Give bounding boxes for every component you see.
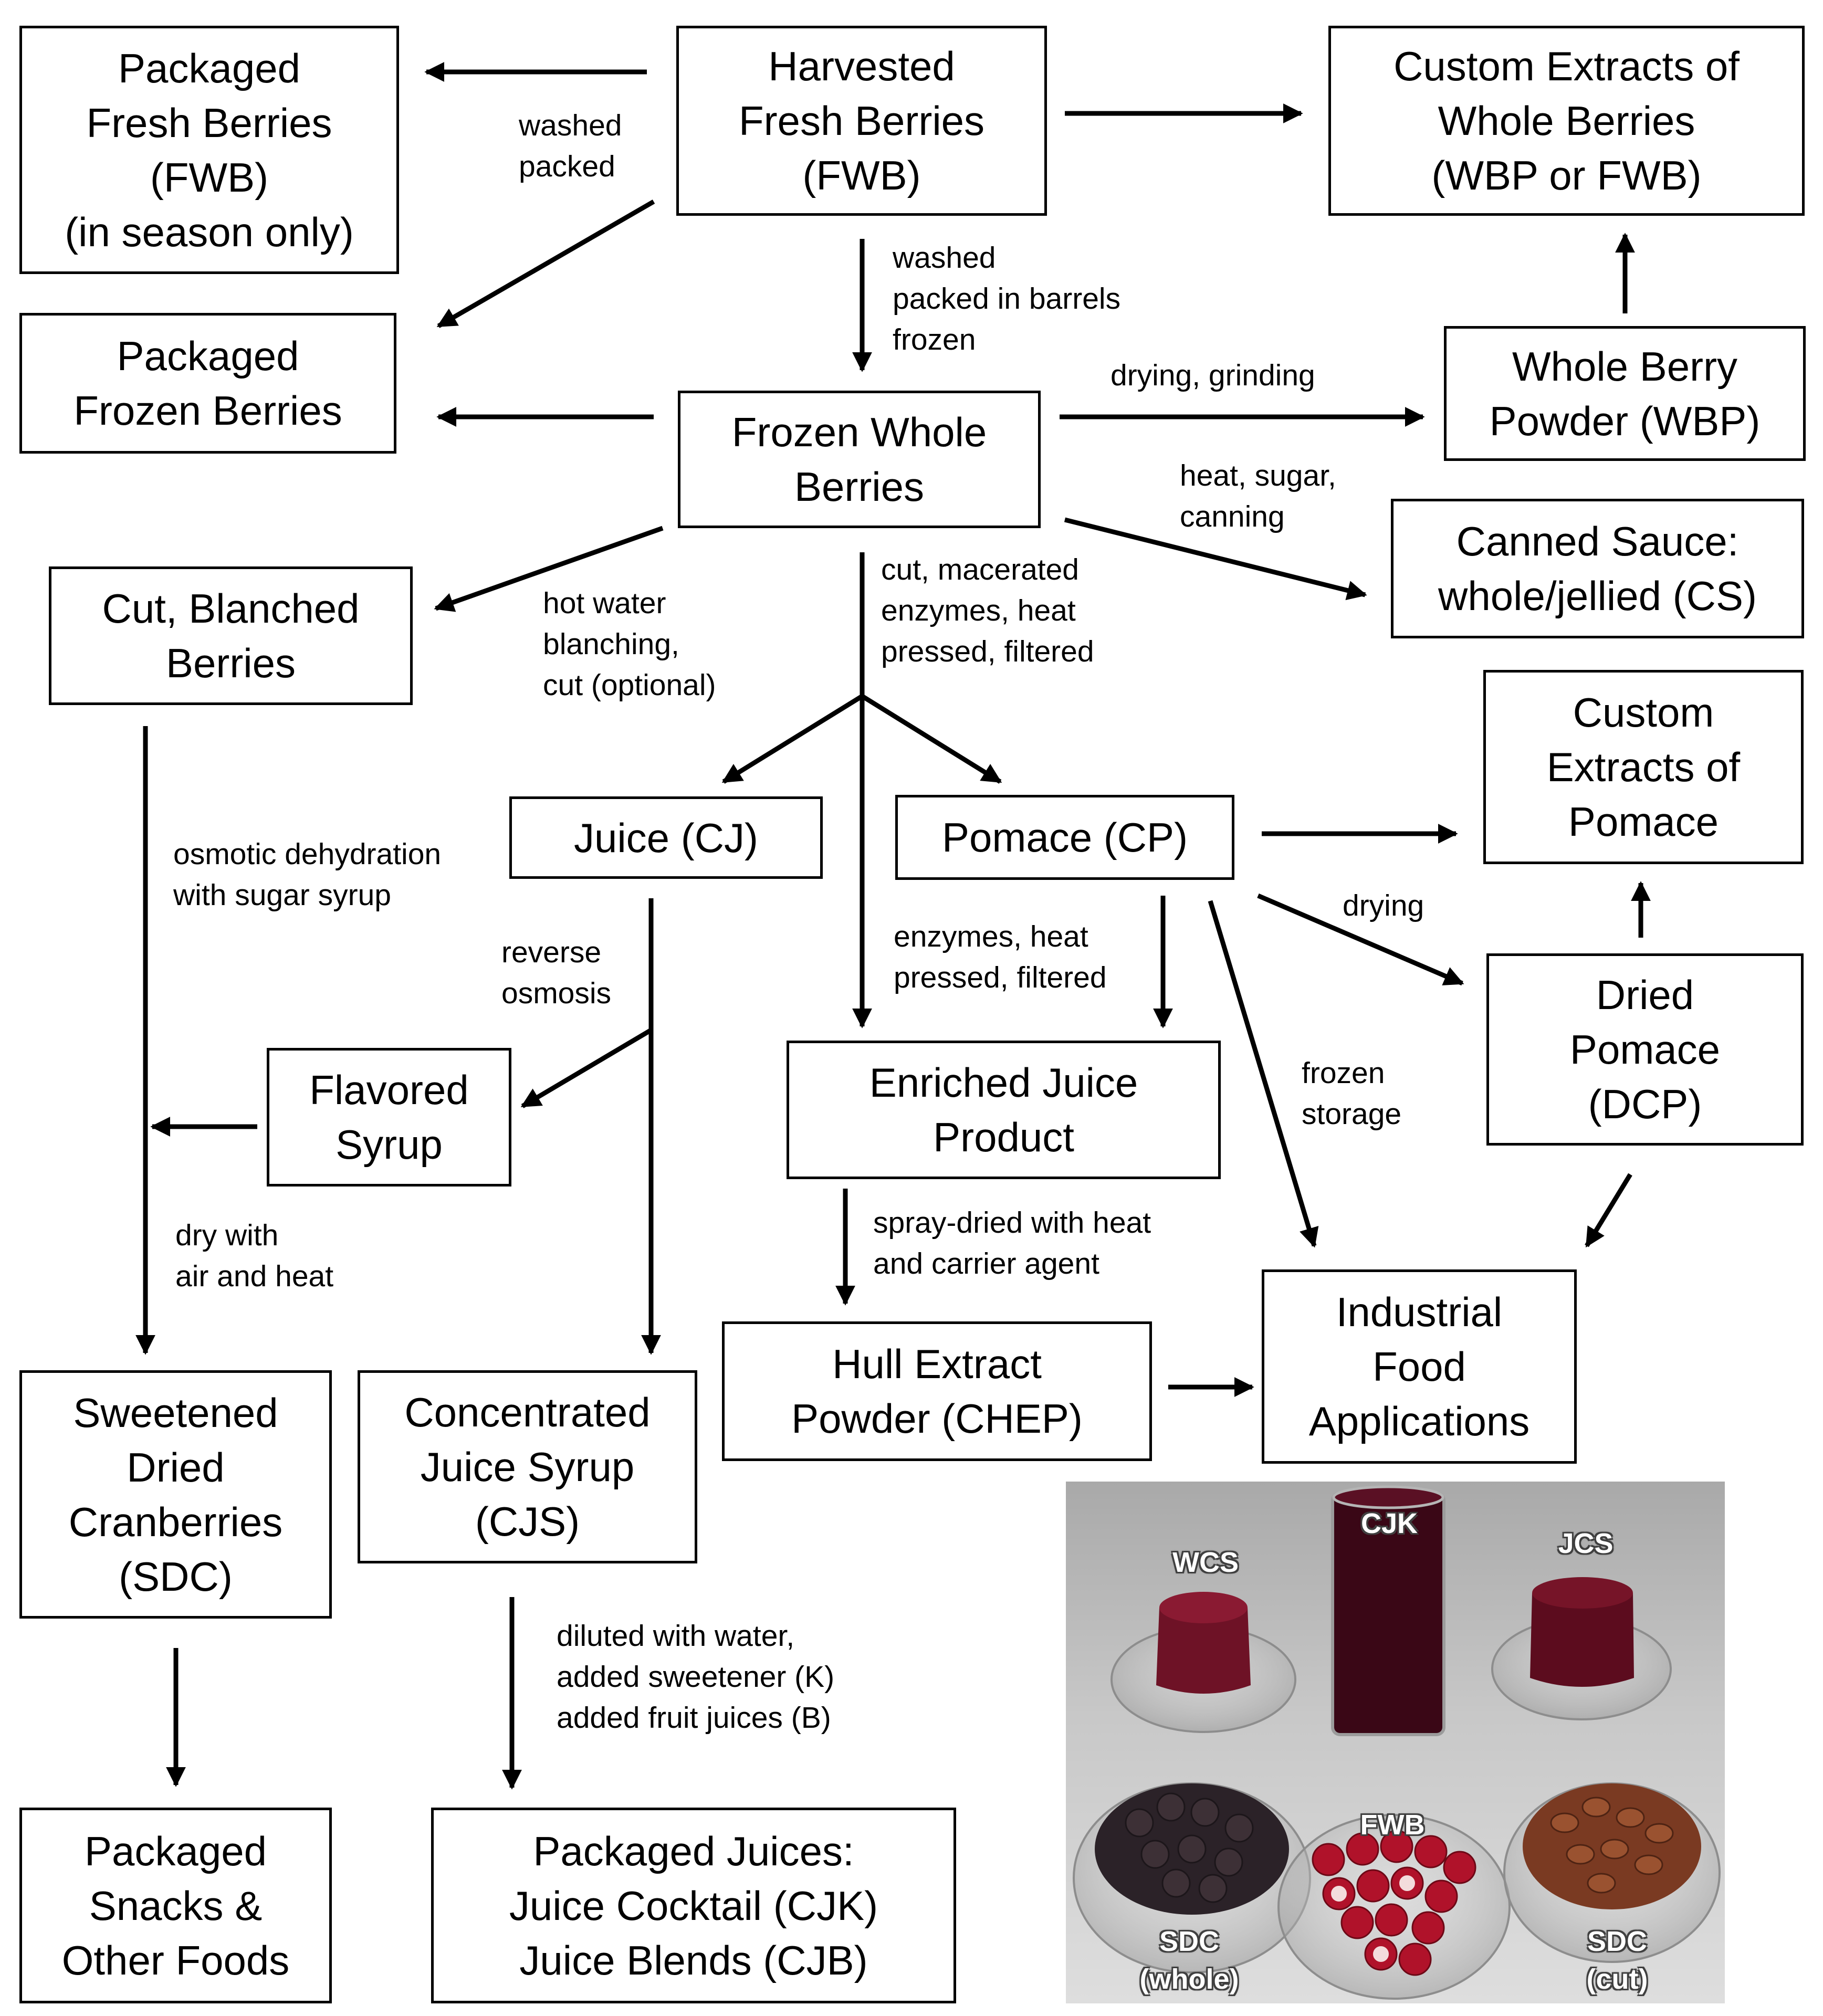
node-dried-pomace: Dried Pomace (DCP) — [1486, 953, 1804, 1146]
label-hot-water-blanching: hot water blanching, cut (optional) — [543, 586, 716, 702]
wcs-sauce-top — [1159, 1592, 1248, 1623]
arrow-frozen-to-canned-sauce — [1064, 517, 1367, 601]
label-diluted-with-water: diluted with water, added sweetener (K) … — [557, 1619, 835, 1735]
node-sweetened-dried-cranberries: Sweetened Dried Cranberries (SDC) — [19, 1370, 332, 1619]
photo-label-sdc-cut: SDC (cut) — [1586, 1926, 1648, 1995]
photo-label-jcs: JCS — [1558, 1528, 1614, 1559]
arrow-juice-to-flavored-syrup — [520, 1028, 653, 1108]
sdc-cut-pieces — [1550, 1797, 1674, 1894]
photo-label-sdc-whole: SDC (whole) — [1139, 1926, 1239, 1995]
node-cut-blanched-berries: Cut, Blanched Berries — [49, 566, 413, 705]
wcs-sauce — [1156, 1597, 1251, 1694]
node-packaged-snacks: Packaged Snacks & Other Foods — [19, 1808, 332, 2003]
node-custom-extracts-whole-berries: Custom Extracts of Whole Berries (WBP or… — [1328, 26, 1805, 216]
node-frozen-whole-berries: Frozen Whole Berries — [678, 391, 1041, 528]
label-frozen-storage: frozen storage — [1302, 1056, 1402, 1131]
arrow-dried-pomace-to-industrial — [1585, 1173, 1632, 1248]
node-hull-extract-powder: Hull Extract Powder (CHEP) — [722, 1321, 1152, 1461]
node-whole-berry-powder: Whole Berry Powder (WBP) — [1444, 326, 1806, 461]
node-concentrated-juice-syrup: Concentrated Juice Syrup (CJS) — [358, 1370, 697, 1563]
node-pomace-cp: Pomace (CP) — [895, 795, 1234, 880]
label-osmotic-dehydration: osmotic dehydration with sugar syrup — [173, 837, 442, 912]
glass-cjk-rim — [1332, 1485, 1444, 1509]
node-packaged-fresh-berries: Packaged Fresh Berries (FWB) (in season … — [19, 26, 399, 274]
arrow-trunk-to-juice — [721, 694, 864, 784]
arrow-frozen-to-cut-blanched — [434, 526, 664, 612]
label-cut-macerated: cut, macerated enzymes, heat pressed, fi… — [881, 553, 1094, 668]
fwb-cut-berries — [1328, 1872, 1418, 1965]
photo-label-cjk: CJK — [1360, 1508, 1418, 1539]
label-drying-grinding: drying, grinding — [1110, 359, 1315, 392]
fwb-berries — [1312, 1830, 1476, 1976]
jcs-sauce-top — [1532, 1577, 1633, 1609]
label-reverse-osmosis: reverse osmosis — [501, 936, 612, 1010]
product-photo: WCS CJK JCS FWB SDC (whole) SDC (cut) — [1066, 1482, 1725, 2003]
photo-label-fwb: FWB — [1360, 1809, 1425, 1841]
label-enzymes-pressed: enzymes, heat pressed, filtered — [894, 920, 1107, 994]
sdc-whole-berries — [1125, 1792, 1254, 1903]
label-heat-sugar-canning: heat, sugar, canning — [1180, 459, 1336, 533]
node-flavored-syrup: Flavored Syrup — [267, 1048, 511, 1186]
arrow-trunk-to-pomace — [861, 694, 1002, 784]
product-photo-drawing — [1066, 1482, 1725, 2003]
node-juice-cj: Juice (CJ) — [509, 796, 823, 879]
node-packaged-juices: Packaged Juices: Juice Cocktail (CJK) Ju… — [431, 1808, 956, 2003]
label-drying: drying — [1343, 889, 1424, 922]
arrow-pomace-to-industrial — [1208, 900, 1319, 1248]
jcs-sauce — [1530, 1593, 1634, 1687]
node-enriched-juice-product: Enriched Juice Product — [787, 1041, 1221, 1179]
label-washed-packed: washed packed — [519, 109, 622, 183]
photo-label-wcs: WCS — [1172, 1547, 1239, 1578]
arrow-harvested-to-packaged-frozen — [436, 200, 655, 328]
arrow-pomace-to-dried-pomace — [1257, 893, 1464, 986]
node-packaged-frozen-berries: Packaged Frozen Berries — [19, 313, 396, 454]
label-washed-packed-in-barrels: washed packed in barrels frozen — [893, 241, 1121, 356]
node-harvested-fresh-berries: Harvested Fresh Berries (FWB) — [676, 26, 1047, 216]
label-dry-with-air-and-heat: dry with air and heat — [175, 1219, 334, 1293]
node-custom-extracts-pomace: Custom Extracts of Pomace — [1483, 670, 1804, 864]
node-canned-sauce: Canned Sauce: whole/jellied (CS) — [1391, 499, 1804, 638]
node-industrial-food-applications: Industrial Food Applications — [1262, 1269, 1577, 1464]
label-spray-dried: spray-dried with heat and carrier agent — [873, 1206, 1151, 1280]
